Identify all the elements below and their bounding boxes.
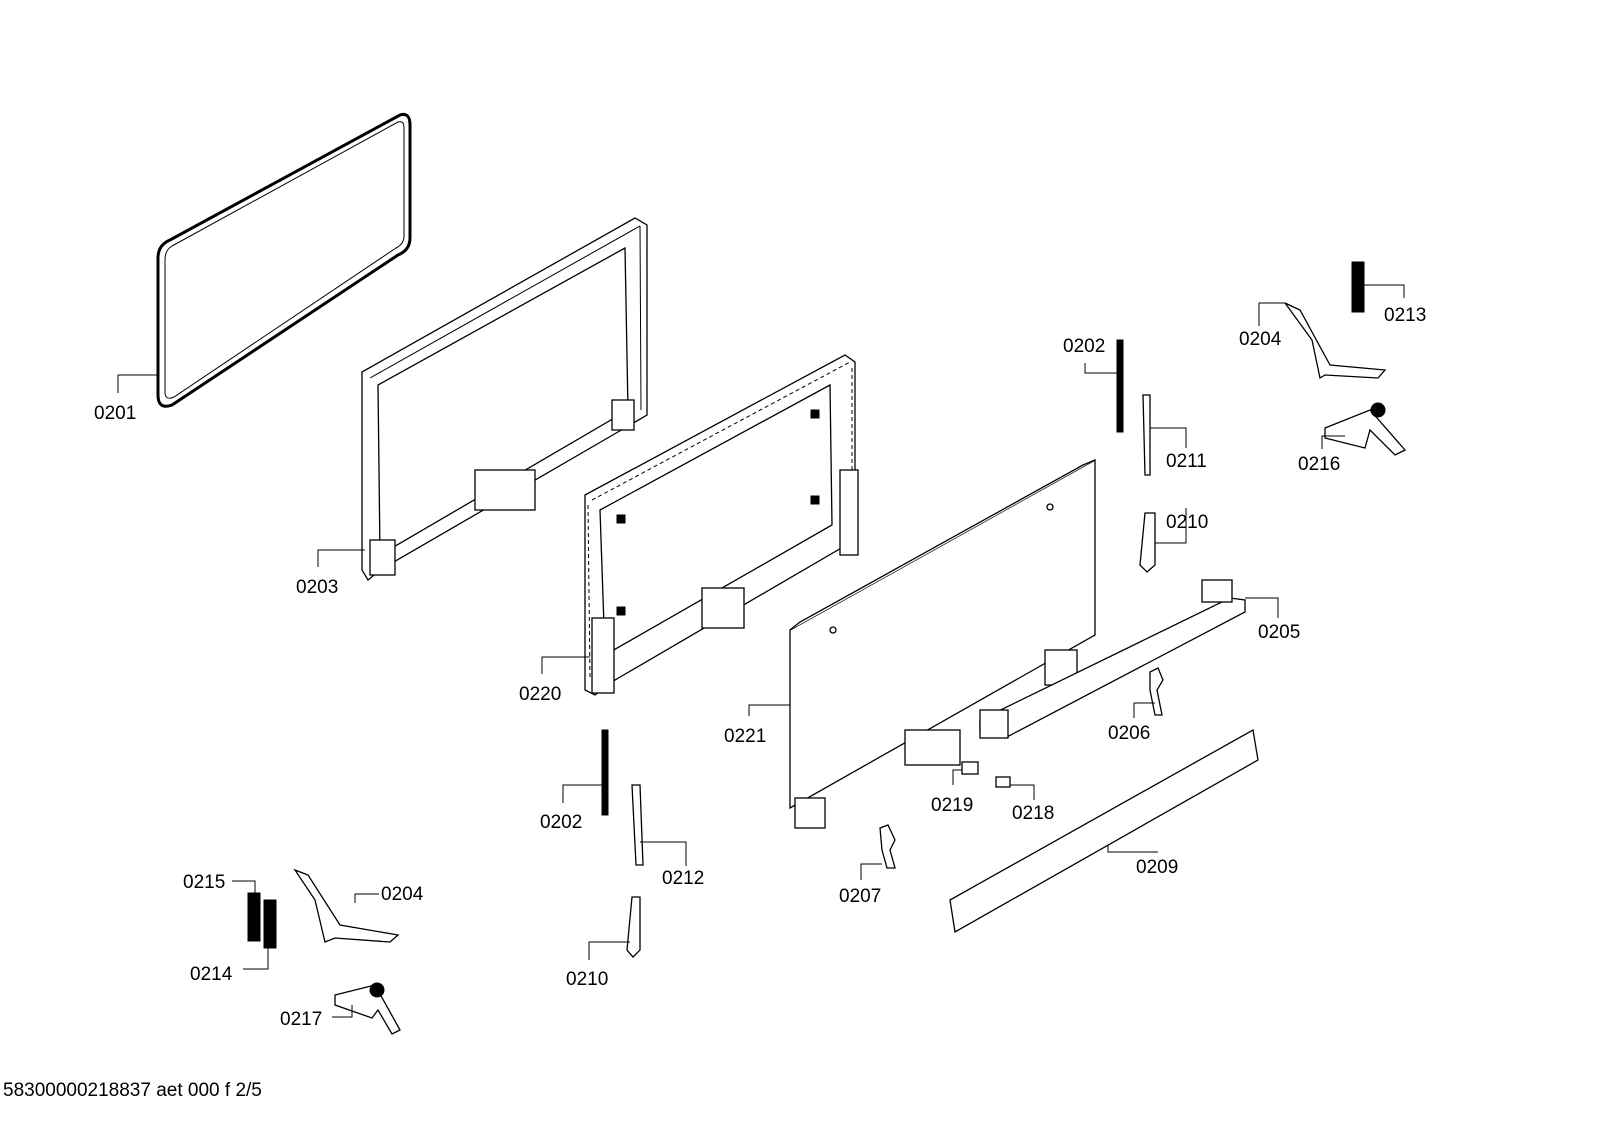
part-0206-clip [1149,667,1164,716]
part-0219-small-part [961,761,979,775]
part-0218-small-part [995,776,1011,788]
document-footer-id: 58300000218837 aet 000 f 2/5 [3,1080,262,1101]
label-0219: 0219 [931,795,973,816]
part-0204-hinge-arm-upper [1284,302,1387,380]
leader-lines [117,284,1405,1018]
label-0204-lower: 0204 [381,884,424,905]
part-0212-rail [631,784,644,866]
part-0221-glass-panel [789,458,1096,829]
label-0215: 0215 [183,872,225,893]
part-0203-inner-frame [361,217,648,581]
part-0213-spring [1351,261,1365,313]
part-0210-bracket-upper [1139,512,1156,573]
part-0201-door-gasket [156,113,412,408]
part-0209-trim-strip [949,728,1259,934]
part-0215-spring [247,892,261,942]
part-0210-bracket-lower [626,896,641,958]
label-0202-lower: 0202 [540,812,582,833]
label-0207: 0207 [839,886,881,907]
part-0202-spring-lower [601,729,609,816]
part-0214-spring [263,899,277,949]
label-0204-upper: 0204 [1239,329,1282,350]
part-labels: 0201 0203 0220 0221 0202 0211 0210 0205 … [94,305,1426,1030]
part-0207-clip [879,824,896,869]
label-0201: 0201 [94,403,136,424]
label-0216: 0216 [1298,454,1340,475]
label-0214: 0214 [190,964,233,985]
part-0211-rail [1142,394,1151,476]
label-0212: 0212 [662,868,704,889]
label-0202-upper: 0202 [1063,336,1105,357]
label-0217: 0217 [280,1009,322,1030]
label-0210-lower: 0210 [566,969,608,990]
label-0205: 0205 [1258,622,1300,643]
part-0202-spring-upper [1116,339,1124,433]
label-0203: 0203 [296,577,338,598]
part-0204-hinge-arm-lower [293,868,400,943]
part-0205-handle [979,579,1246,739]
part-0217-hinge-block [334,982,401,1035]
part-0216-hinge-block [1324,402,1407,456]
label-0221: 0221 [724,726,766,747]
label-0210-upper: 0210 [1166,512,1208,533]
label-0211: 0211 [1166,451,1207,472]
label-0218: 0218 [1012,803,1054,824]
label-0209: 0209 [1136,857,1178,878]
part-0220-perforated-frame [584,354,859,696]
label-0213: 0213 [1384,305,1426,326]
label-0220: 0220 [519,684,561,705]
label-0206: 0206 [1108,723,1150,744]
